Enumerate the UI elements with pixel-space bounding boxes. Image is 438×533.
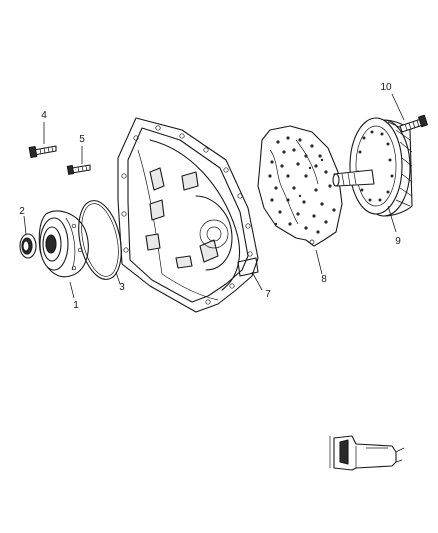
callout-1: 1 <box>73 300 79 311</box>
leader-lines <box>23 93 405 299</box>
callout-3: 3 <box>119 282 125 293</box>
locator-thumbnail <box>329 435 405 471</box>
callout-numbers: 4 5 2 1 3 7 8 9 10 <box>19 82 401 311</box>
oring-part-3 <box>78 200 122 280</box>
callout-10: 10 <box>380 82 392 93</box>
bolt-part-4 <box>28 145 57 158</box>
pump-part-1 <box>38 210 89 278</box>
callout-7: 7 <box>265 289 271 300</box>
callout-8: 8 <box>321 274 327 285</box>
callout-2: 2 <box>19 206 25 217</box>
plate-holes <box>268 136 336 234</box>
converter-part-9 <box>332 117 413 217</box>
bolt-part-5 <box>66 164 91 175</box>
callout-5: 5 <box>79 134 85 145</box>
callout-9: 9 <box>395 236 401 247</box>
valve-plate-part-8 <box>257 125 343 247</box>
bolt-part-10 <box>399 114 428 133</box>
seal-part-2 <box>19 233 37 259</box>
bell-housing-part-7 <box>117 117 259 313</box>
callout-4: 4 <box>41 110 47 121</box>
